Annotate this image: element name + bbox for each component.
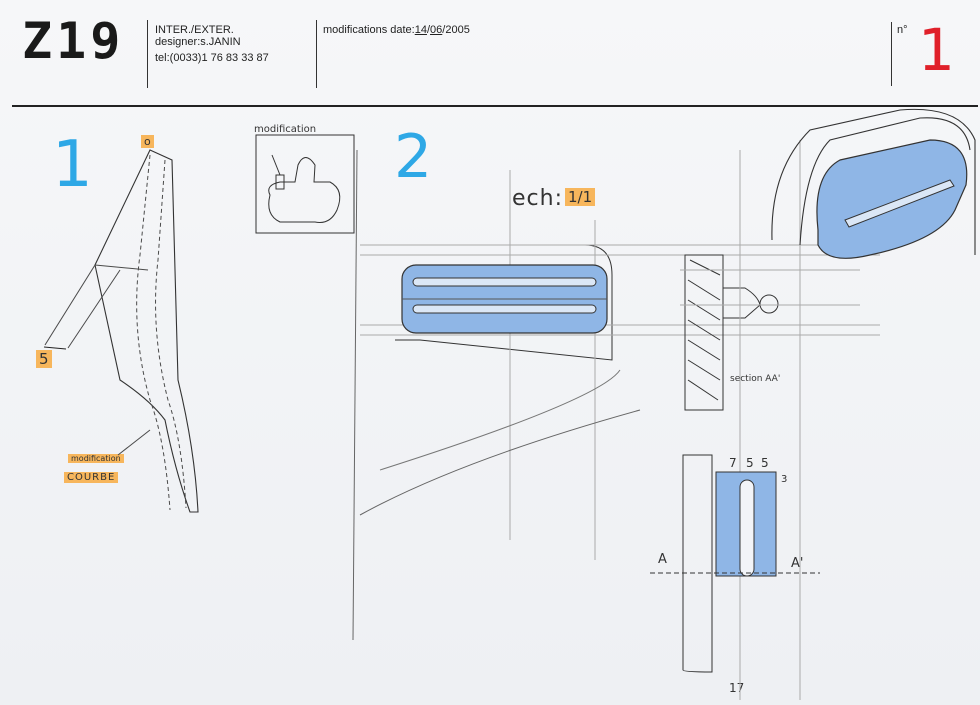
- model-code: Z19: [22, 12, 125, 70]
- dimension-3: 3: [781, 474, 788, 485]
- date-year: /2005: [442, 24, 470, 36]
- header-divider: [891, 22, 892, 86]
- header-divider: [147, 20, 148, 88]
- inset-modification-label: modification: [254, 124, 317, 135]
- dimension-7: 7: [729, 456, 737, 470]
- dimension-5a: 5: [746, 456, 754, 470]
- section-mark-a: A: [658, 552, 667, 567]
- sheet-number-label: n°: [897, 24, 908, 36]
- dimension-5-label: 5: [36, 350, 52, 368]
- date-day: 14: [414, 24, 427, 36]
- view-number-2: 2: [394, 122, 433, 192]
- header-divider: [316, 20, 317, 88]
- modification-note: modification: [68, 454, 124, 463]
- date-month: 06: [430, 24, 443, 36]
- header-rule: [12, 105, 978, 107]
- section-label: section AA': [730, 374, 781, 384]
- header-phone: tel:(0033)1 76 83 33 87: [155, 52, 269, 64]
- dimension-5b: 5: [761, 456, 769, 470]
- sheet-number: 1: [918, 16, 955, 84]
- view-number-1: 1: [52, 128, 93, 202]
- modifications-label: modifications date:: [323, 24, 415, 36]
- courbe-note: COURBE: [64, 472, 119, 483]
- top-mark-label: o: [141, 135, 154, 148]
- modifications-date: modifications date:14/06/2005: [323, 24, 470, 36]
- scale-label: ech:: [512, 186, 563, 211]
- header-category: INTER./EXTER.: [155, 24, 234, 36]
- header-designer: designer:s.JANIN: [155, 36, 241, 48]
- scale-value: 1/1: [565, 188, 596, 206]
